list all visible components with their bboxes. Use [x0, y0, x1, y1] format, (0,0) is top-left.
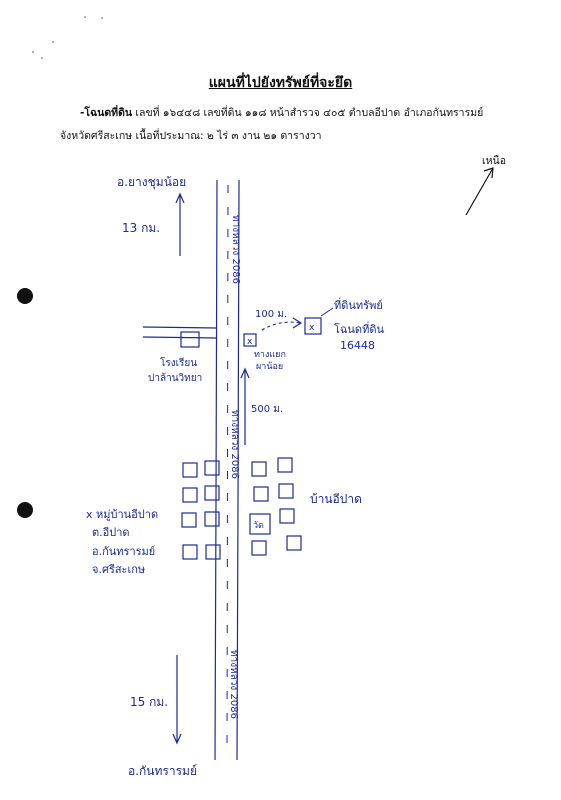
punch-hole-bottom [17, 502, 33, 518]
village-center-label: บ้านอีปาด [310, 492, 362, 506]
property-deed-number: 16448 [340, 339, 375, 352]
village-note-1: x หมู่บ้านอีปาด [86, 508, 158, 521]
village-houses-east [251, 457, 302, 556]
deed-info-line: -โฉนดที่ดิน เลขที่ ๑๖๔๔๘ เลขที่ดิน ๑๑๘ ห… [80, 104, 550, 121]
road-label-lower: ทางหลวง 2086 [228, 650, 239, 719]
side-road [142, 326, 218, 339]
property-marker-x: x [309, 323, 315, 333]
junction-marker-x: x [247, 337, 253, 347]
junction-label-line2: ผาน้อย [256, 361, 283, 372]
village-note-3: อ.กันทรารมย์ [92, 545, 155, 558]
punch-hole-top [17, 288, 33, 304]
north-arrow [465, 167, 494, 216]
distance-to-property-label: 100 ม. [255, 309, 287, 320]
village-note-4: จ.ศรีสะเกษ [92, 563, 145, 576]
temple-building [249, 513, 271, 535]
deed-prefix: -โฉนดที่ดิน [80, 107, 133, 119]
temple-label: วัด [253, 521, 264, 531]
distance-north-label: 13 กม. [122, 221, 160, 235]
property-deed-label: โฉนดที่ดิน [334, 321, 384, 336]
school-building [180, 331, 200, 348]
deed-details: เลขที่ ๑๖๔๔๘ เลขที่ดิน ๑๑๘ หน้าสำรวจ ๔๐๕… [135, 107, 484, 119]
paper-specks [32, 16, 103, 59]
property-parcel [304, 317, 322, 335]
junction-label-line1: ทางแยก [254, 350, 286, 360]
village-houses-west [181, 460, 221, 560]
destination-north-label: อ.ยางชุมน้อย [117, 175, 186, 190]
route-to-property-arrowhead [292, 317, 303, 329]
property-owner-label: ที่ดินทรัพย์ [334, 297, 383, 312]
page-title: แผนที่ไปยังทรัพย์ที่จะยึด [208, 75, 353, 91]
property-leader-line [320, 307, 334, 317]
school-label-line1: โรงเรียน [160, 356, 197, 369]
north-direction-arrowhead [175, 192, 185, 204]
distance-south-label: 15 กม. [130, 695, 168, 709]
south-direction-arrowhead [172, 733, 182, 745]
road-centerline [226, 184, 229, 756]
road-label-upper: ทางหลวง 2086 [230, 215, 241, 284]
junction-marker-box [243, 333, 257, 347]
school-label-line2: ปาล้านวิทยา [148, 372, 202, 384]
village-note-2: ต.อีปาด [92, 526, 130, 539]
location-area-line: จังหวัดศรีสะเกษ เนื้อที่ประมาณ: ๒ ไร่ ๓ … [60, 130, 322, 142]
route-to-property [261, 321, 301, 331]
village-distance-arrowhead [240, 367, 250, 379]
road-label-middle: ทางหลวง 2086 [229, 410, 240, 479]
distance-village-label: 500 ม. [251, 404, 283, 415]
destination-south-label: อ.กันทรารมย์ [128, 764, 197, 778]
north-label: เหนือ [482, 155, 506, 167]
